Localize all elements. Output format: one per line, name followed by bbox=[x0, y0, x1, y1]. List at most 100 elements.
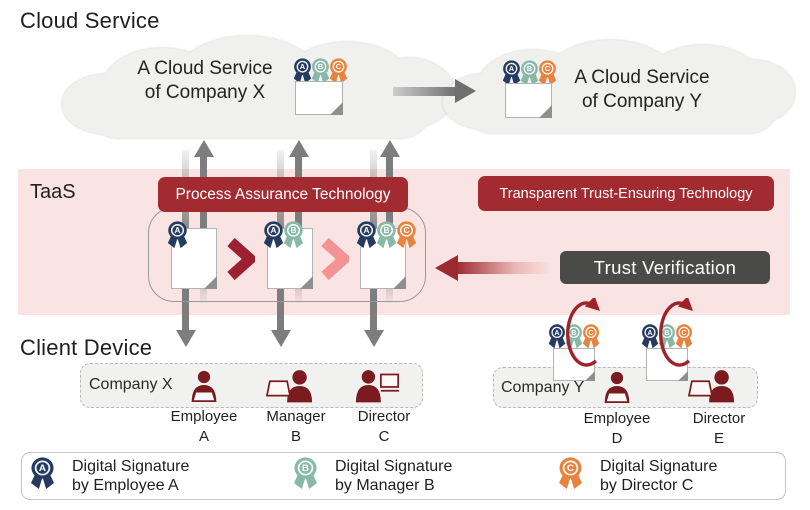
svg-text:B: B bbox=[318, 62, 324, 71]
process-assurance-banner: Process Assurance Technology bbox=[158, 177, 408, 212]
svg-text:A: A bbox=[300, 62, 306, 71]
badge-a-icon: A bbox=[502, 60, 521, 86]
svg-text:B: B bbox=[571, 329, 576, 337]
company-x-label: Company X bbox=[89, 376, 173, 393]
cloud-x-document bbox=[295, 81, 343, 115]
badge-c-icon: C bbox=[675, 324, 693, 349]
employee-d-role: Employee bbox=[583, 410, 651, 427]
employee-a-role: Employee bbox=[170, 408, 238, 425]
badge-b-icon: B bbox=[293, 457, 318, 490]
badge-b-icon: B bbox=[565, 324, 583, 349]
cloud-y-document-badges: A B C bbox=[502, 60, 557, 86]
verified-document-d bbox=[553, 348, 595, 381]
svg-text:B: B bbox=[664, 329, 669, 337]
manager-b-id: B bbox=[290, 427, 301, 445]
svg-text:A: A bbox=[175, 226, 181, 235]
manager-b-role: Manager bbox=[266, 408, 326, 425]
company-y-label: Company Y bbox=[501, 379, 585, 396]
verification-loop-icon bbox=[659, 298, 694, 367]
badge-a-icon: A bbox=[167, 221, 188, 249]
badge-b-icon: B bbox=[311, 58, 330, 84]
verification-loop-icon bbox=[566, 298, 601, 367]
svg-text:A: A bbox=[39, 463, 46, 474]
download-arrow-icon bbox=[271, 330, 291, 347]
legend-box bbox=[21, 452, 786, 500]
svg-text:C: C bbox=[567, 463, 574, 474]
svg-text:C: C bbox=[545, 64, 551, 73]
employee-d-icon bbox=[604, 371, 630, 404]
director-e-icon bbox=[688, 370, 735, 403]
legend-c-line1: Digital Signature bbox=[600, 458, 718, 475]
chevron-right-icon bbox=[321, 238, 349, 280]
client-device-heading: Client Device bbox=[20, 335, 153, 360]
badge-a-icon: A bbox=[641, 324, 659, 349]
director-e-role: Director bbox=[692, 410, 746, 427]
download-arrow-icon bbox=[364, 330, 384, 347]
employee-a-icon bbox=[191, 370, 217, 403]
cloud-x-label: A Cloud Service of Company X bbox=[90, 57, 320, 105]
badge-c-icon: C bbox=[558, 457, 583, 490]
svg-text:A: A bbox=[364, 226, 370, 235]
trust-verification-arrow-shaft bbox=[456, 262, 552, 274]
taas-heading: TaaS bbox=[30, 181, 76, 203]
employee-d-id: D bbox=[611, 429, 623, 447]
svg-text:C: C bbox=[404, 226, 410, 235]
svg-text:C: C bbox=[681, 329, 686, 337]
cloud-transfer-arrow-shaft bbox=[393, 87, 457, 96]
director-c-id: C bbox=[378, 427, 390, 445]
upload-arrow-icon bbox=[380, 140, 400, 157]
svg-text:B: B bbox=[302, 463, 309, 474]
cloud-y-line2: of Company Y bbox=[581, 90, 703, 112]
director-c-role: Director bbox=[357, 408, 411, 425]
cloud-x-line1: A Cloud Service bbox=[137, 58, 273, 79]
svg-text:C: C bbox=[336, 62, 342, 71]
upload-arrow-icon bbox=[194, 140, 214, 157]
svg-text:A: A bbox=[554, 329, 559, 337]
cloud-y-document bbox=[505, 83, 552, 118]
trust-verification-arrow-icon bbox=[435, 255, 458, 281]
svg-text:A: A bbox=[271, 226, 277, 235]
director-c-label: Director C bbox=[334, 407, 434, 446]
legend-item-c: Digital Signature by Director C bbox=[600, 457, 717, 495]
upload-arrow-icon bbox=[289, 140, 309, 157]
badge-b-icon: B bbox=[376, 221, 397, 249]
badge-c-icon: C bbox=[396, 221, 417, 249]
legend-c-line2: by Director C bbox=[600, 477, 694, 495]
badge-a-icon: A bbox=[293, 58, 312, 84]
svg-text:B: B bbox=[527, 64, 533, 73]
cloud-y-line1: A Cloud Service bbox=[574, 67, 710, 88]
manager-b-icon bbox=[266, 370, 313, 403]
legend-item-b: Digital Signature by Manager B bbox=[335, 457, 452, 495]
trust-verification-box: Trust Verification bbox=[560, 251, 770, 284]
chevron-right-icon bbox=[227, 238, 255, 280]
legend-a-line1: Digital Signature bbox=[72, 458, 190, 475]
employee-d-label: Employee D bbox=[567, 409, 667, 448]
transparent-trust-banner: Transparent Trust-Ensuring Technology bbox=[478, 176, 774, 211]
employee-a-label: Employee A bbox=[154, 407, 254, 446]
taas-document-1-badges: A bbox=[167, 221, 188, 249]
svg-text:B: B bbox=[384, 226, 390, 235]
legend-item-a: Digital Signature by Employee A bbox=[72, 457, 189, 495]
svg-text:A: A bbox=[509, 64, 515, 73]
badge-b-icon: B bbox=[520, 60, 539, 86]
cloud-transfer-arrow-icon bbox=[455, 79, 476, 103]
badge-a-icon: A bbox=[356, 221, 377, 249]
taas-document-3-badges: A B C bbox=[356, 221, 417, 249]
svg-text:C: C bbox=[588, 329, 593, 337]
legend-b-line2: by Manager B bbox=[335, 477, 435, 495]
taas-document-2-badges: A B bbox=[263, 221, 304, 249]
cloud-service-heading: Cloud Service bbox=[20, 8, 160, 33]
download-arrow-icon bbox=[176, 330, 196, 347]
director-e-id: E bbox=[713, 429, 724, 447]
employee-a-id: A bbox=[198, 427, 209, 445]
cloud-x-document-badges: A B C bbox=[293, 58, 348, 84]
svg-text:A: A bbox=[647, 329, 652, 337]
badge-a-icon: A bbox=[30, 457, 55, 490]
director-c-icon bbox=[355, 370, 400, 403]
badge-a-icon: A bbox=[548, 324, 566, 349]
badge-c-icon: C bbox=[582, 324, 600, 349]
svg-text:B: B bbox=[291, 226, 297, 235]
cloud-y-label: A Cloud Service of Company Y bbox=[552, 66, 732, 114]
manager-b-label: Manager B bbox=[246, 407, 346, 446]
